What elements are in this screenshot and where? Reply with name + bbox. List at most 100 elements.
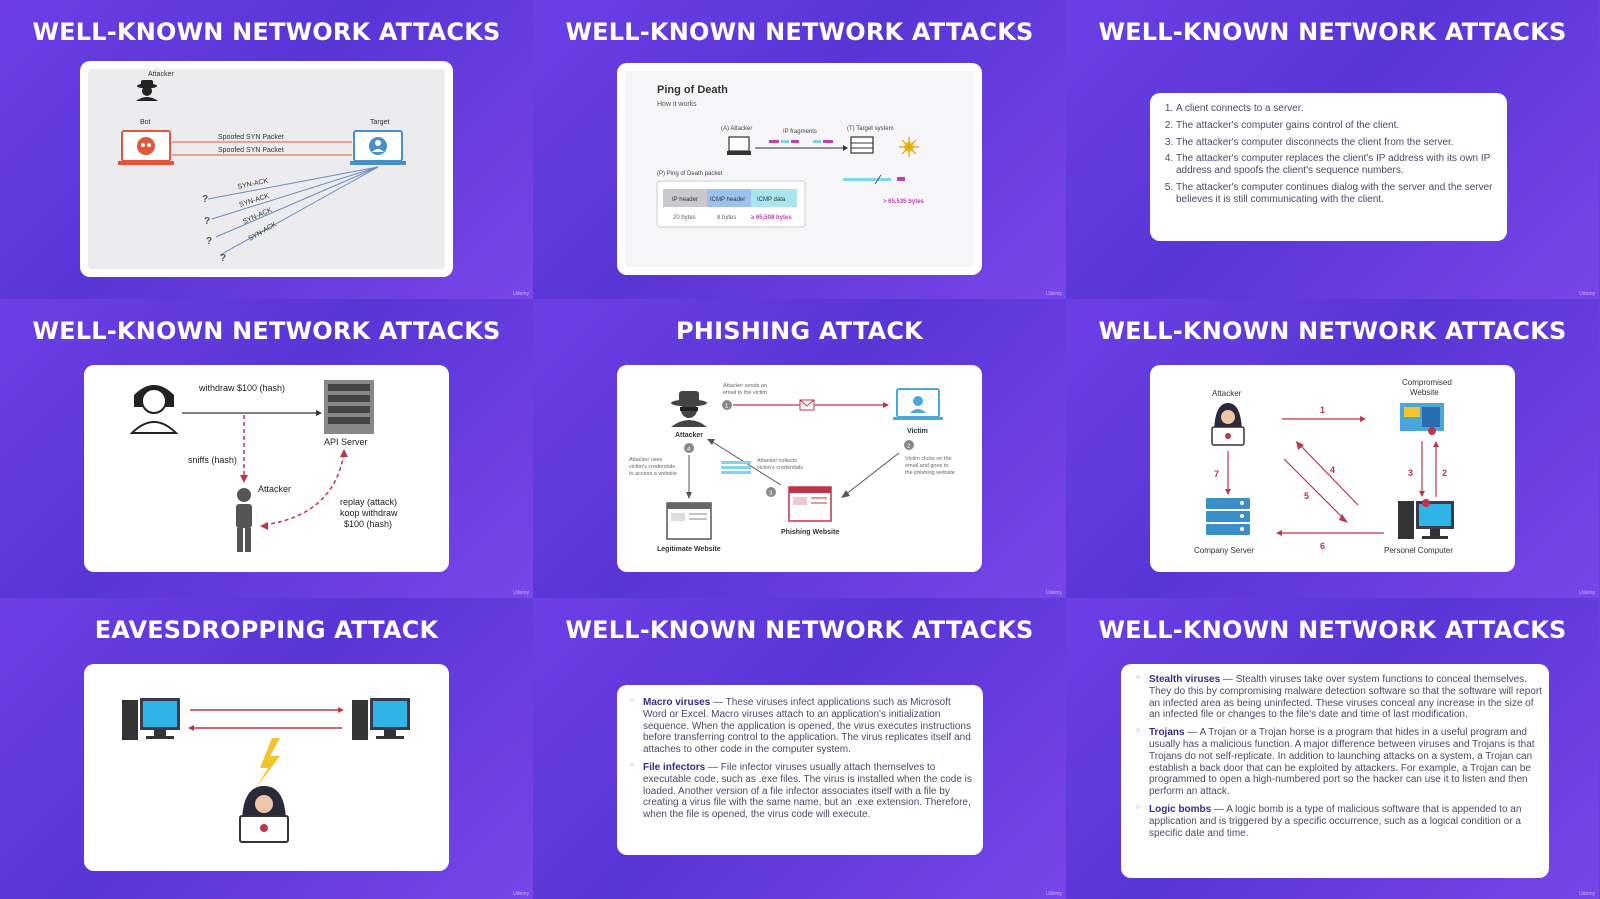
attacker-icon: [136, 80, 158, 101]
slide-title: PHISHING ATTACK: [676, 317, 923, 345]
syn-flood-diagram: Attacker Bot Target: [118, 71, 406, 264]
syn-ack-label: SYN-ACK: [237, 178, 269, 191]
virus-types-card: Stealth viruses — Stealth viruses take o…: [1121, 664, 1549, 878]
step4-text-2: victim's credentials: [629, 464, 675, 470]
api-server-icon: [324, 380, 374, 434]
virus-description: — File infector viruses usually attach t…: [643, 761, 972, 821]
eavesdropping-diagram-card: [84, 664, 449, 871]
virus-description: — A Trojan or a Trojan horse is a progra…: [1149, 727, 1535, 798]
slide-title: WELL-KNOWN NETWORK ATTACKS: [1098, 616, 1567, 644]
syn-ack-label: SYN-ACK: [242, 207, 274, 226]
computer-left-icon: [122, 698, 180, 740]
step-2: 2: [1442, 468, 1447, 478]
attacker-label: Attacker: [675, 432, 703, 439]
legitimate-website-icon: [666, 502, 712, 540]
compromised-website-icon: [1400, 403, 1444, 435]
step-6: 6: [1320, 541, 1325, 551]
step4-text-1: Attacker uses: [629, 457, 663, 463]
watermark: Udemy: [513, 291, 529, 297]
step-badge: [904, 440, 914, 450]
slide-eavesdropping[interactable]: EAVESDROPPING ATTACK: [0, 598, 533, 899]
step-number: 1: [725, 404, 729, 410]
step2-text-1: Victim clicks on the: [905, 456, 952, 462]
computer-right-icon: [352, 698, 410, 740]
icmp-header-size: 8 bytes: [717, 215, 736, 221]
attacker-icon: [671, 391, 707, 427]
virus-types-list: Macro viruses — These viruses infect app…: [629, 697, 975, 821]
personal-computer-icon: [1398, 499, 1454, 539]
slide-virus-types-1[interactable]: WELL-KNOWN NETWORK ATTACKS Macro viruses…: [533, 598, 1066, 899]
victim-label: Victim: [907, 428, 928, 435]
sniffs-label: sniffs (hash): [188, 455, 237, 465]
step3-text-1: Attacker collects: [757, 458, 797, 464]
ping-of-death-diagram: Ping of Death How it works (A) Attacker …: [656, 84, 925, 228]
diagram-heading: Ping of Death: [657, 84, 728, 96]
slide-title: WELL-KNOWN NETWORK ATTACKS: [565, 616, 1034, 644]
step-4: 4: [1330, 465, 1335, 475]
step2-text-3: the phishing website: [905, 470, 955, 476]
slide-compromised-website[interactable]: WELL-KNOWN NETWORK ATTACKS Attacker Comp…: [1066, 299, 1599, 598]
virus-types-card: Macro viruses — These viruses infect app…: [617, 685, 983, 855]
credentials-icon: [721, 461, 751, 474]
step-5: 5: [1304, 491, 1309, 501]
step-badge: [684, 443, 694, 453]
watermark: Udemy: [1579, 590, 1595, 596]
withdraw-label: withdraw $100 (hash): [198, 383, 285, 393]
step3-text-2: victim's credentials: [757, 465, 803, 471]
icmp-data-block: [751, 189, 797, 207]
virus-term: Stealth viruses: [1149, 674, 1221, 685]
replay-label-1: replay (attack): [340, 497, 397, 507]
virus-term: File infectors: [643, 761, 706, 773]
watermark: Udemy: [1046, 590, 1062, 596]
slide-syn-flood[interactable]: WELL-KNOWN NETWORK ATTACKS Attacker Bot: [0, 0, 533, 299]
phishing-diagram: Attacker Attacker sends an email to the …: [629, 383, 955, 553]
ping-of-death-card: Ping of Death How it works (A) Attacker …: [617, 63, 982, 275]
phishing-website-label: Phishing Website: [781, 529, 839, 536]
phishing-website-icon: [788, 486, 832, 522]
replay-arrow: [263, 452, 345, 526]
bot-label: Bot: [140, 119, 151, 126]
step-item: The attacker's computer replaces the cli…: [1176, 153, 1497, 177]
slide-phishing[interactable]: PHISHING ATTACK Attacker Attacker sends …: [533, 299, 1066, 598]
slide-replay-attack[interactable]: WELL-KNOWN NETWORK ATTACKS withdraw $100…: [0, 299, 533, 598]
slide-title: WELL-KNOWN NETWORK ATTACKS: [1098, 18, 1567, 46]
step-7: 7: [1214, 469, 1219, 479]
slide-title: WELL-KNOWN NETWORK ATTACKS: [32, 317, 501, 345]
ip-header-size: 20 bytes: [673, 215, 696, 221]
question-mark: ?: [206, 236, 212, 247]
spoof-label-1: Spoofed SYN Packet: [218, 134, 284, 141]
attacker-label: (A) Attacker: [721, 126, 752, 132]
watermark: Udemy: [1579, 291, 1595, 297]
diagram-subheading: How it works: [657, 101, 697, 108]
phishing-diagram-card: Attacker Attacker sends an email to the …: [617, 365, 982, 572]
reassembled-packet: [843, 174, 905, 185]
attacker-computer-icon: [727, 136, 751, 155]
replay-label-2: koop withdraw: [340, 508, 398, 518]
step-item: A client connects to a server.: [1176, 103, 1497, 115]
virus-description: — Stealth viruses take over system funct…: [1149, 674, 1542, 721]
legitimate-website-label: Legitimate Website: [657, 546, 721, 553]
virus-types-list: Stealth viruses — Stealth viruses take o…: [1135, 674, 1543, 839]
api-server-label: API Server: [324, 437, 368, 447]
slide-session-hijack-steps[interactable]: WELL-KNOWN NETWORK ATTACKS A client conn…: [1066, 0, 1599, 299]
slide-title: WELL-KNOWN NETWORK ATTACKS: [32, 18, 501, 46]
compromised-diagram: Attacker Compromised Website 1: [1194, 378, 1454, 555]
fragments-label: IP fragments: [783, 129, 817, 135]
slide-virus-types-2[interactable]: WELL-KNOWN NETWORK ATTACKS Stealth virus…: [1066, 598, 1599, 899]
syn-flood-diagram-card: Attacker Bot Target: [80, 61, 453, 277]
step2-text-2: email and goes to: [905, 463, 948, 469]
ip-fragments: [769, 140, 833, 143]
personal-computer-label: Personel Computer: [1384, 546, 1453, 555]
steps-list: A client connects to a server. The attac…: [1156, 103, 1497, 206]
step-number: 3: [769, 491, 773, 497]
slide-ping-of-death[interactable]: WELL-KNOWN NETWORK ATTACKS Ping of Death…: [533, 0, 1066, 299]
step-3: 3: [1408, 468, 1413, 478]
replay-diagram-card: withdraw $100 (hash) API Server sniffs (…: [84, 365, 449, 572]
step-item: The attacker's computer gains control of…: [1176, 120, 1497, 132]
step-item: The attacker's computer disconnects the …: [1176, 137, 1497, 149]
watermark: Udemy: [513, 891, 529, 897]
step-1: 1: [1320, 405, 1325, 415]
watermark: Udemy: [513, 590, 529, 596]
arrow-5: [1283, 458, 1345, 520]
eavesdropping-diagram: [122, 698, 410, 843]
